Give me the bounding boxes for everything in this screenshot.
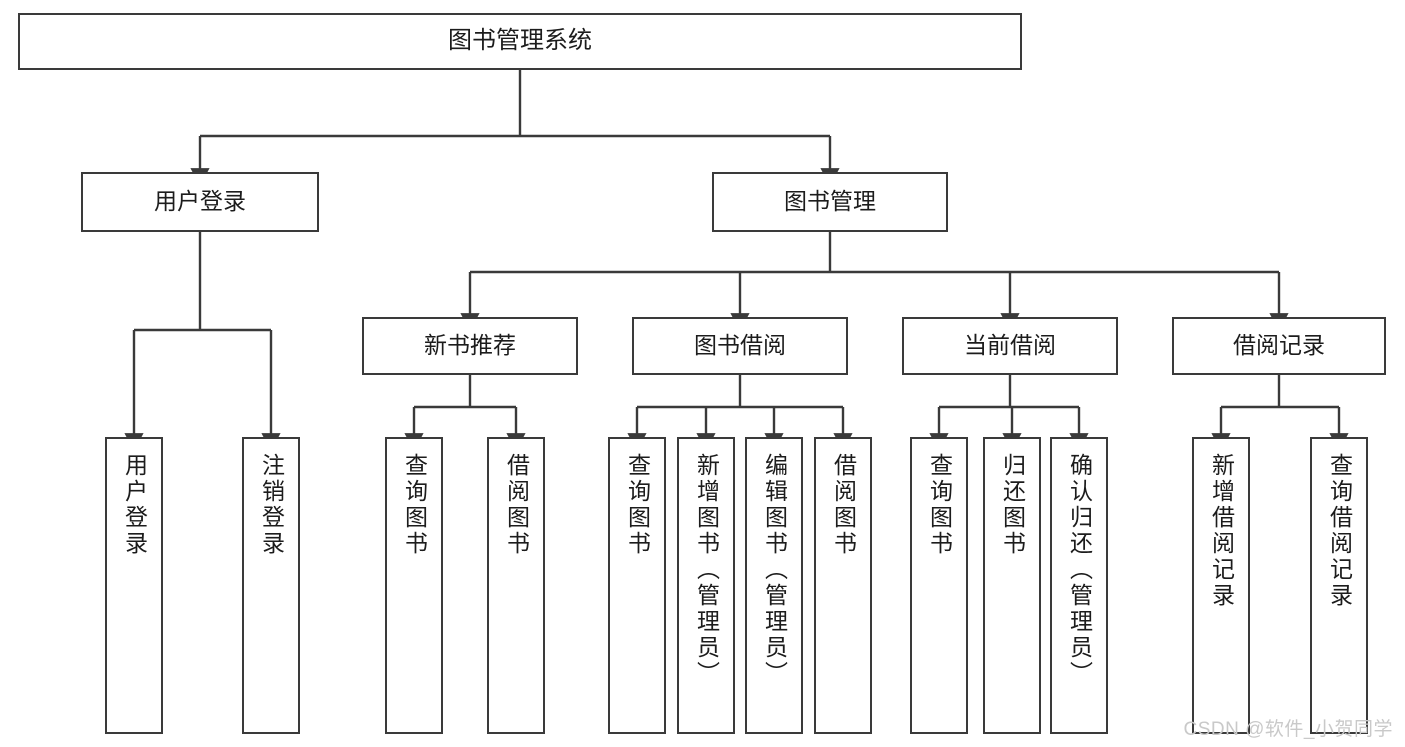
leaf-borrow-book-new-label: 借阅图书 — [503, 453, 530, 557]
leaf-add-borrow-record-label: 新增借阅记录 — [1208, 453, 1235, 609]
node-current-borrow[interactable]: 当前借阅 — [902, 317, 1118, 375]
leaf-borrow-book-new[interactable]: 借阅图书 — [487, 437, 545, 734]
leaf-confirm-return-admin[interactable]: 确认归还（管理员） — [1050, 437, 1108, 734]
leaf-query-book-borrow[interactable]: 查询图书 — [608, 437, 666, 734]
watermark: CSDN @软件_小贺同学 — [1183, 719, 1393, 740]
leaf-query-book-borrow-label: 查询图书 — [624, 453, 651, 557]
leaf-query-book-current[interactable]: 查询图书 — [910, 437, 968, 734]
leaf-add-borrow-record[interactable]: 新增借阅记录 — [1192, 437, 1250, 734]
node-new-book-recommend-label: 新书推荐 — [424, 332, 516, 359]
leaf-return-book[interactable]: 归还图书 — [983, 437, 1041, 734]
node-current-borrow-label: 当前借阅 — [964, 332, 1056, 359]
leaf-logout-label: 注销登录 — [258, 453, 285, 557]
leaf-query-borrow-record-label: 查询借阅记录 — [1326, 453, 1353, 609]
node-book-management[interactable]: 图书管理 — [712, 172, 948, 232]
node-borrow-record[interactable]: 借阅记录 — [1172, 317, 1386, 375]
leaf-logout[interactable]: 注销登录 — [242, 437, 300, 734]
node-root-label: 图书管理系统 — [448, 27, 592, 55]
leaf-user-login-label: 用户登录 — [121, 453, 148, 557]
leaf-query-book-current-label: 查询图书 — [926, 453, 953, 557]
leaf-query-book-new-label: 查询图书 — [401, 453, 428, 557]
node-book-borrow[interactable]: 图书借阅 — [632, 317, 848, 375]
node-user-login[interactable]: 用户登录 — [81, 172, 319, 232]
node-borrow-record-label: 借阅记录 — [1233, 332, 1325, 359]
leaf-return-book-label: 归还图书 — [999, 453, 1026, 557]
leaf-user-login[interactable]: 用户登录 — [105, 437, 163, 734]
leaf-edit-book-admin[interactable]: 编辑图书（管理员） — [745, 437, 803, 734]
node-new-book-recommend[interactable]: 新书推荐 — [362, 317, 578, 375]
leaf-add-book-admin[interactable]: 新增图书（管理员） — [677, 437, 735, 734]
leaf-query-borrow-record[interactable]: 查询借阅记录 — [1310, 437, 1368, 734]
leaf-borrow-book-label: 借阅图书 — [830, 453, 857, 557]
node-book-management-label: 图书管理 — [784, 188, 876, 215]
leaf-confirm-return-admin-label: 确认归还（管理员） — [1066, 453, 1093, 687]
leaf-edit-book-admin-label: 编辑图书（管理员） — [761, 453, 788, 687]
leaf-add-book-admin-label: 新增图书（管理员） — [693, 453, 720, 687]
connector-paths — [124, 70, 1349, 452]
leaf-query-book-new[interactable]: 查询图书 — [385, 437, 443, 734]
node-root[interactable]: 图书管理系统 — [18, 13, 1022, 70]
node-user-login-label: 用户登录 — [154, 188, 246, 215]
leaf-borrow-book[interactable]: 借阅图书 — [814, 437, 872, 734]
node-book-borrow-label: 图书借阅 — [694, 332, 786, 359]
